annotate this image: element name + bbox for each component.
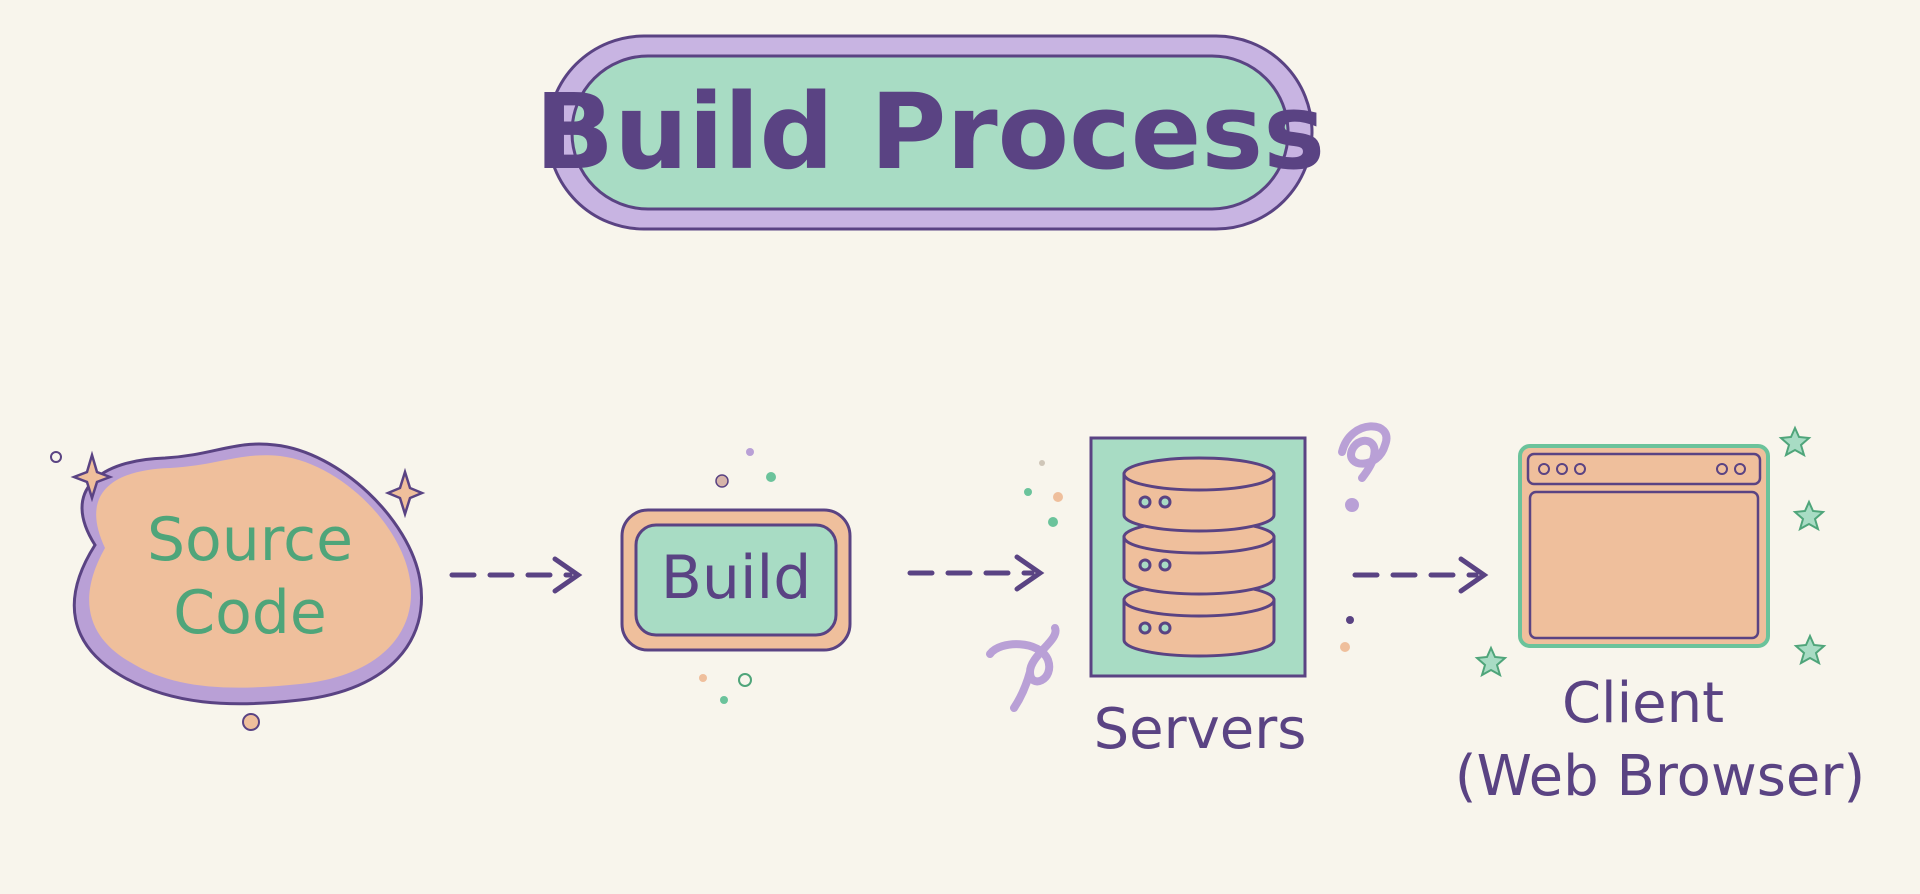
dot-icon (242, 713, 260, 731)
star-icon (1778, 425, 1812, 458)
dot-icon (746, 448, 754, 456)
dot-icon (1024, 488, 1032, 496)
servers-label: Servers (1094, 697, 1307, 762)
dot-icon (715, 474, 729, 488)
servers-node: Servers (986, 422, 1391, 762)
dot-icon (1048, 517, 1058, 527)
client-label-line1: Client (1562, 671, 1724, 736)
dot-icon (1340, 642, 1350, 652)
sparkle-icon (384, 467, 426, 519)
arrow-build-to-servers (907, 554, 1045, 592)
star-icon (1474, 645, 1508, 678)
database-icon (1122, 456, 1276, 658)
browser-window-icon (1518, 444, 1770, 648)
squiggle-icon (1338, 422, 1391, 482)
dot-icon (1053, 492, 1063, 502)
arrow-source-to-build (449, 556, 583, 594)
source-code-node: Source Code (50, 442, 426, 731)
star-icon (1792, 499, 1826, 532)
build-label: Build (661, 543, 812, 613)
build-node: Build (620, 448, 852, 704)
dot-icon (1345, 498, 1359, 512)
dot-icon (50, 451, 62, 463)
source-code-label-line2: Code (173, 578, 327, 648)
dot-icon (766, 472, 776, 482)
dot-icon (1039, 460, 1045, 466)
source-code-label-line1: Source (147, 505, 353, 575)
dot-icon (738, 673, 752, 687)
sparkle-icon (70, 450, 114, 503)
client-node: Client (Web Browser) (1455, 425, 1866, 809)
client-label-line2: (Web Browser) (1455, 744, 1866, 809)
dot-icon (1346, 616, 1354, 624)
diagram-title: Build Process (535, 71, 1325, 193)
dot-icon (699, 674, 707, 682)
arrow-servers-to-client (1352, 556, 1489, 594)
dot-icon (720, 696, 728, 704)
title-banner: Build Process (535, 34, 1325, 231)
squiggle-icon (986, 624, 1060, 712)
star-icon (1793, 633, 1827, 666)
